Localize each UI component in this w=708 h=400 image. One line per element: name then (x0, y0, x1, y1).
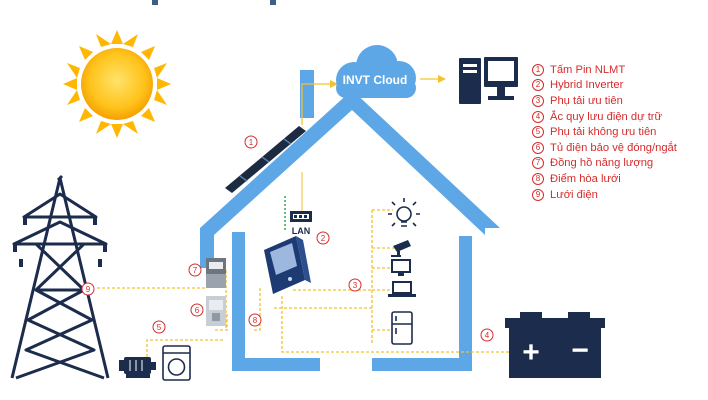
legend-number: 5 (532, 126, 544, 139)
legend-number: 1 (532, 63, 544, 76)
cloud-icon (336, 45, 416, 98)
legend-text: Phụ tải ưu tiên (550, 94, 623, 107)
legend-item: 2 Hybrid Inverter (532, 78, 708, 94)
hybrid-inverter (264, 236, 311, 294)
legend-text: Đồng hồ năng lượng (550, 157, 654, 170)
marker-4: 4 (480, 328, 494, 342)
camera-icon (391, 240, 411, 257)
legend-item: 4 Ắc quy lưu điện dự trữ (532, 109, 708, 125)
svg-text:2: 2 (321, 234, 326, 243)
light-bulb-icon (388, 198, 420, 227)
marker-7: 7 (188, 263, 202, 277)
legend-item: 7 Đồng hồ năng lượng (532, 156, 708, 172)
legend-text: Lưới điện (550, 188, 598, 201)
legend-number: 3 (532, 94, 544, 107)
legend-number: 6 (532, 141, 544, 154)
laptop-icon (388, 281, 416, 297)
battery-plus: + (522, 336, 540, 369)
legend-item: 6 Tủ điện bảo vệ đóng/ngắt (532, 140, 708, 156)
marker-6: 6 (190, 303, 204, 317)
legend-text: Tủ điện bảo vệ đóng/ngắt (550, 141, 677, 154)
legend-text: Hybrid Inverter (550, 79, 624, 92)
washing-machine-icon (162, 345, 191, 381)
legend-item: 3 Phụ tải ưu tiên (532, 93, 708, 109)
legend-number: 4 (532, 110, 544, 123)
lan-label: LAN (292, 226, 311, 236)
svg-text:6: 6 (195, 306, 200, 315)
legend-text: Tấm Pin NLMT (550, 63, 626, 76)
legend-text: Phụ tải không ưu tiên (550, 126, 657, 139)
legend-text: Ắc quy lưu điện dự trữ (550, 110, 663, 123)
lan-router-icon (290, 211, 312, 222)
marker-8: 8 (248, 313, 262, 327)
svg-text:1: 1 (249, 138, 254, 147)
svg-text:7: 7 (193, 266, 198, 275)
svg-text:5: 5 (157, 323, 162, 332)
battery-minus: − (571, 334, 589, 367)
legend-number: 8 (532, 172, 544, 185)
battery-icon (505, 312, 605, 378)
protection-cabinet (206, 296, 226, 326)
marker-1: 1 (244, 135, 258, 149)
marker-2: 2 (316, 231, 330, 245)
legend-item: 5 Phụ tải không ưu tiên (532, 124, 708, 140)
legend-item: 1 Tấm Pin NLMT (532, 62, 708, 78)
svg-text:9: 9 (86, 285, 91, 294)
computer-icon (459, 57, 518, 104)
cloud-links (301, 75, 446, 212)
cloud-label: INVT Cloud (343, 73, 408, 87)
marker-9: 9 (81, 282, 95, 296)
legend-number: 9 (532, 188, 544, 201)
svg-text:8: 8 (253, 316, 258, 325)
svg-text:3: 3 (353, 281, 358, 290)
top-decoration (152, 0, 276, 5)
legend-number: 7 (532, 157, 544, 170)
svg-text:4: 4 (485, 331, 490, 340)
tv-icon (391, 259, 411, 276)
legend-item: 9 Lưới điện (532, 187, 708, 203)
power-tower-icon (10, 174, 110, 380)
marker-5: 5 (152, 320, 166, 334)
water-pump-icon (119, 357, 156, 378)
legend-text: Điểm hòa lưới (550, 172, 621, 185)
legend-item: 8 Điểm hòa lưới (532, 171, 708, 187)
fridge-icon (391, 311, 413, 345)
house-outline (200, 70, 500, 371)
legend-number: 2 (532, 79, 544, 92)
solar-panel (225, 126, 306, 193)
sun-icon (63, 30, 171, 138)
tower-insulators (13, 217, 107, 267)
marker-3: 3 (348, 278, 362, 292)
energy-meter (206, 258, 226, 288)
